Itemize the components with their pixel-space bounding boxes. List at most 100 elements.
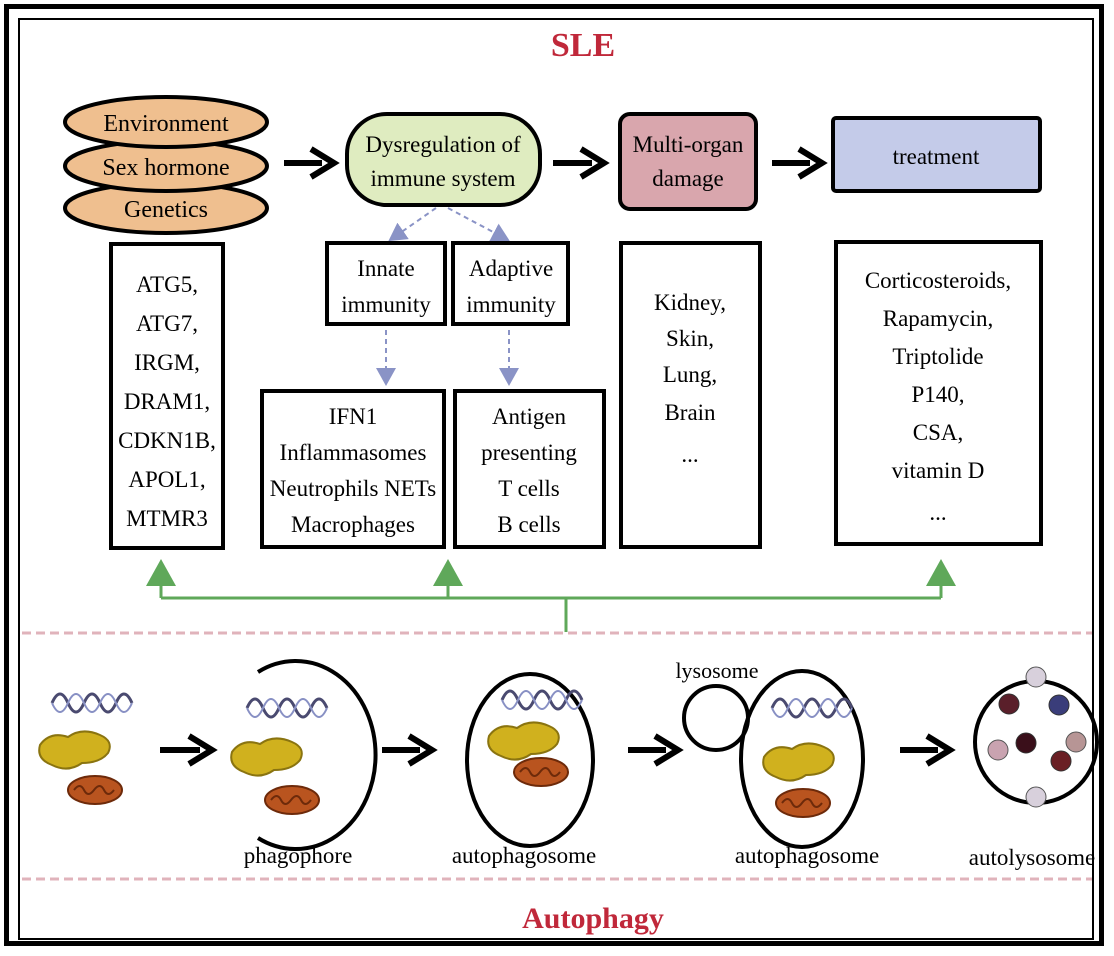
adaptive-item: B cells bbox=[497, 512, 560, 537]
lysosome-circle bbox=[682, 684, 750, 752]
dna-strand-icon bbox=[770, 697, 854, 719]
organs-box bbox=[619, 241, 762, 549]
drug-item: ... bbox=[929, 500, 946, 525]
drugs-box bbox=[834, 240, 1043, 546]
adaptive-item: Antigen bbox=[492, 404, 567, 429]
dna-strand-icon bbox=[50, 692, 134, 714]
protein-aggregate-icon bbox=[230, 737, 303, 777]
green-feedback-connector bbox=[146, 559, 956, 632]
innate-line1: Innate bbox=[357, 256, 414, 281]
oval-environment bbox=[63, 95, 269, 149]
innate-item: Inflammasomes bbox=[280, 440, 427, 465]
autophagosome-membrane bbox=[739, 669, 865, 849]
damage-line1: Multi-organ bbox=[633, 132, 744, 157]
adaptive-line2: immunity bbox=[466, 292, 556, 317]
gene-item: ATG5, bbox=[136, 272, 198, 297]
flow-arrow-1 bbox=[284, 146, 340, 180]
process-arrow-2 bbox=[382, 733, 438, 767]
degraded-particle bbox=[1048, 694, 1070, 716]
innate-box bbox=[325, 241, 447, 326]
dna-strand-icon bbox=[246, 698, 328, 718]
gene-item: APOL1, bbox=[128, 467, 205, 492]
gene-item: DRAM1, bbox=[124, 389, 210, 414]
gene-item: IRGM, bbox=[134, 350, 200, 375]
organ-item: Lung, bbox=[663, 362, 717, 387]
gene-item: CDKN1B, bbox=[118, 428, 216, 453]
title-autophagy: Autophagy bbox=[522, 902, 664, 935]
inner-frame bbox=[18, 18, 1094, 940]
drug-item: vitamin D bbox=[892, 458, 985, 483]
autophagosome-stage-1: autophagosome bbox=[452, 672, 596, 868]
flow-arrow-3 bbox=[772, 146, 828, 180]
adaptive-line1: Adaptive bbox=[469, 256, 553, 281]
organ-item: ... bbox=[681, 442, 698, 467]
title-sle: SLE bbox=[551, 27, 615, 64]
adaptive-items-box bbox=[453, 389, 606, 549]
damage-box bbox=[618, 112, 758, 211]
autophagosome-label-1: autophagosome bbox=[452, 843, 596, 868]
dna-strand-icon bbox=[51, 693, 133, 713]
organ-item: Kidney, bbox=[654, 290, 726, 315]
dna-strand-icon bbox=[245, 697, 329, 719]
phagophore-label: phagophore bbox=[244, 843, 353, 868]
cargo-free bbox=[38, 692, 134, 805]
cause-genetics-label: Genetics bbox=[124, 197, 208, 223]
innate-items-box bbox=[260, 389, 446, 549]
autolysosome-stage: autolysosome bbox=[969, 666, 1099, 870]
cause-sex-hormone-label: Sex hormone bbox=[102, 155, 229, 181]
process-arrow-3 bbox=[628, 733, 684, 767]
treatment-label: treatment bbox=[893, 144, 980, 169]
adaptive-item: T cells bbox=[498, 476, 560, 501]
cause-environment-label: Environment bbox=[103, 111, 229, 137]
dysregulation-box bbox=[345, 112, 542, 207]
lysosome-label: lysosome bbox=[675, 658, 758, 683]
innate-item: Macrophages bbox=[291, 512, 415, 537]
innate-item: IFN1 bbox=[329, 404, 378, 429]
protein-aggregate-icon bbox=[762, 742, 835, 782]
drug-item: CSA, bbox=[913, 420, 964, 445]
adaptive-box bbox=[451, 241, 570, 326]
drug-item: Corticosteroids, bbox=[865, 268, 1011, 293]
degraded-particle bbox=[1065, 731, 1087, 753]
outer-frame bbox=[4, 4, 1104, 946]
protein-aggregate-icon bbox=[487, 721, 560, 761]
fusion-stage: lysosome autophagosome bbox=[675, 658, 879, 868]
drug-item: Rapamycin, bbox=[883, 306, 994, 331]
causes-group: Environment Sex hormone Genetics bbox=[63, 95, 269, 235]
genes-box bbox=[109, 242, 225, 550]
drug-item: Triptolide bbox=[892, 344, 983, 369]
dna-strand-icon bbox=[501, 690, 583, 710]
phagophore-membrane bbox=[256, 659, 378, 851]
dna-strand-icon bbox=[500, 689, 584, 711]
treatment-box bbox=[831, 116, 1042, 193]
gene-item: ATG7, bbox=[136, 311, 198, 336]
protein-aggregate-icon bbox=[38, 730, 111, 770]
drug-item: P140, bbox=[911, 382, 964, 407]
dysregulation-line2: immune system bbox=[370, 166, 515, 191]
dashed-branch-arrows bbox=[388, 207, 510, 242]
degraded-particle bbox=[1050, 750, 1072, 772]
organ-item: Skin, bbox=[666, 326, 714, 351]
flow-arrow-2 bbox=[553, 146, 610, 180]
gene-item: MTMR3 bbox=[126, 506, 208, 531]
dna-strand-icon bbox=[771, 698, 853, 718]
dysregulation-line1: Dysregulation of bbox=[365, 132, 521, 157]
innate-item: Neutrophils NETs bbox=[270, 476, 436, 501]
degraded-particle bbox=[1025, 666, 1047, 688]
genes-list: ATG5, ATG7, IRGM, DRAM1, CDKN1B, APOL1, … bbox=[118, 272, 216, 531]
organ-item: Brain bbox=[664, 400, 716, 425]
degraded-particle bbox=[1025, 786, 1047, 808]
process-arrow-1 bbox=[160, 733, 218, 767]
adaptive-item: presenting bbox=[481, 440, 577, 465]
degraded-particle bbox=[987, 739, 1009, 761]
autophagosome-label-2: autophagosome bbox=[735, 843, 879, 868]
phagophore-stage: phagophore bbox=[230, 659, 378, 868]
damage-line2: damage bbox=[652, 166, 724, 191]
innate-line2: immunity bbox=[341, 292, 431, 317]
degraded-particle bbox=[998, 693, 1020, 715]
degraded-particle bbox=[1015, 732, 1037, 754]
autophagosome-membrane bbox=[465, 672, 595, 848]
autolysosome-label: autolysosome bbox=[969, 845, 1096, 870]
process-arrow-4 bbox=[900, 733, 956, 767]
